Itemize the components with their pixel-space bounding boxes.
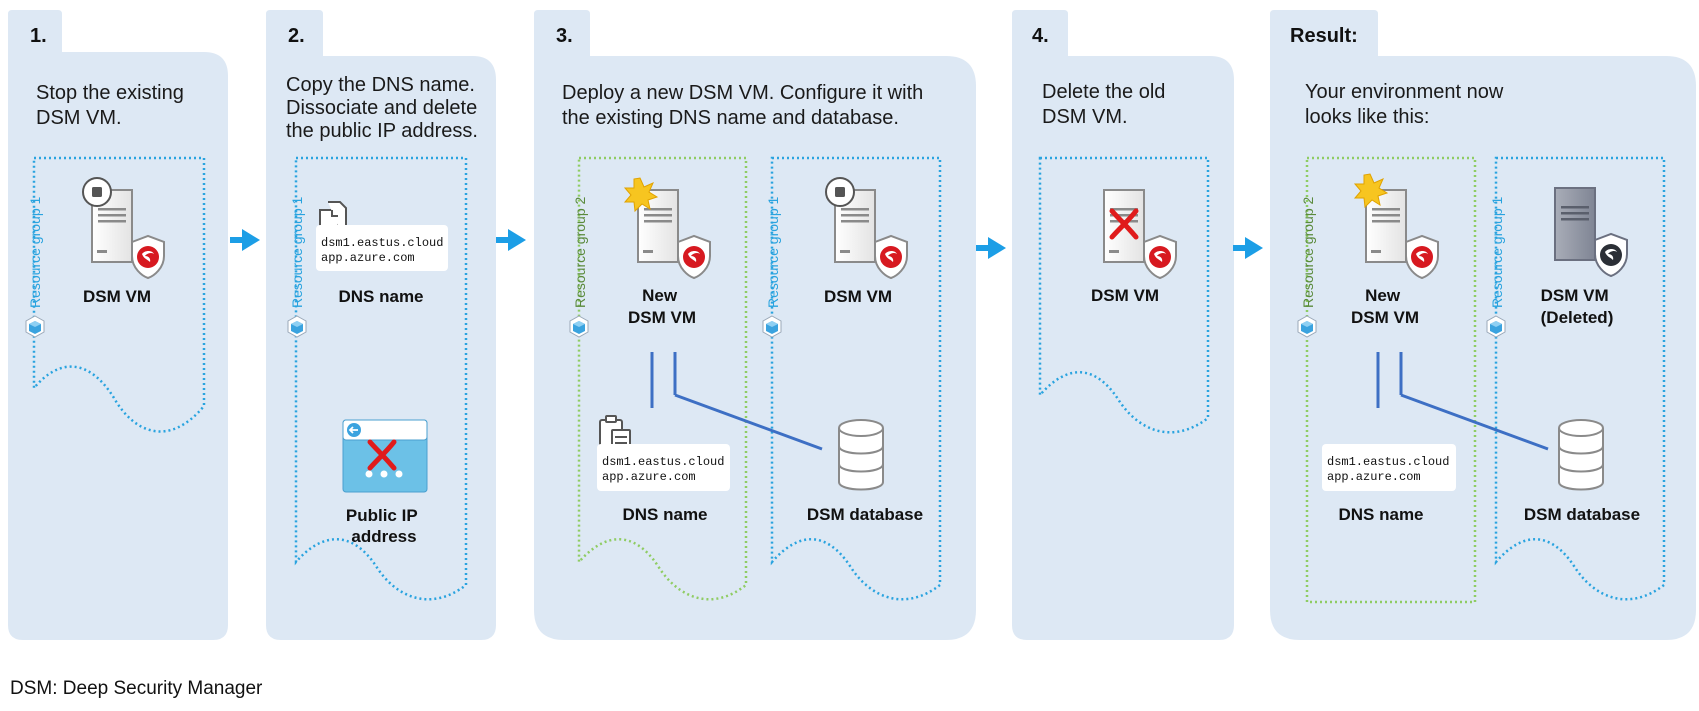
database-icon: [1558, 419, 1604, 491]
connector-lines: [650, 352, 823, 451]
step-3-desc-line-1: Deploy a new DSM VM. Configure it with: [562, 82, 923, 104]
dns-value-line-1: dsm1.eastus.cloud: [321, 236, 443, 250]
dsm-vm-label: DSM VM: [83, 287, 151, 306]
result-panel: Result: Your environment now looks like …: [1270, 10, 1696, 640]
dsm-database-label: DSM database: [807, 505, 923, 524]
step-2-panel: 2. Copy the DNS name. Dissociate and del…: [266, 10, 496, 640]
dsm-database-label: DSM database: [1524, 505, 1640, 524]
arrow-right-icon: [230, 229, 260, 251]
result-desc-line-1: Your environment now: [1305, 81, 1504, 103]
public-ip-label-line-1: Public IP: [346, 506, 418, 525]
step-3-panel: 3. Deploy a new DSM VM. Configure it wit…: [534, 10, 976, 640]
resource-group-label: Resource group 2: [1300, 196, 1316, 308]
dns-name-label: DNS name: [622, 505, 707, 524]
step-2-desc-line-2: Dissociate and delete: [286, 97, 477, 119]
stop-icon: [825, 177, 855, 207]
database-icon: [838, 419, 884, 491]
svg-text:DSM VM (Deleted): DSM VM (Deleted): [1541, 286, 1614, 327]
dns-name-label: DNS name: [1338, 505, 1423, 524]
resource-group-label: Resource group 1: [1489, 196, 1505, 308]
resource-group-label: Resource group 2: [572, 196, 588, 308]
resource-group-label: Resource group 1: [289, 196, 305, 308]
step-4-panel: 4. Delete the old DSM VM. DSM VM: [1012, 10, 1234, 640]
step-4-number: 4.: [1032, 25, 1049, 47]
dns-name-label: DNS name: [338, 287, 423, 306]
resource-group-1: [1038, 156, 1210, 434]
dns-value-line-2: app.azure.com: [1327, 470, 1421, 484]
svg-text:Delete the old DSM VM.: Delete the old DSM VM.: [1042, 81, 1171, 128]
svg-text:dsm1.eastus.cloud app.: dsm1.eastus.cloud app.azure.com: [321, 236, 451, 265]
resource-group-icon: [1486, 315, 1506, 338]
resource-group-icon: [762, 315, 782, 338]
step-2-number: 2.: [288, 25, 305, 47]
dns-value-line-2: app.azure.com: [602, 470, 696, 484]
resource-group-label: Resource group 1: [27, 196, 43, 308]
resource-group-icon: [1297, 315, 1317, 338]
new-dsm-vm-label-line-2: DSM VM: [628, 308, 696, 327]
arrow-right-icon: [1233, 237, 1263, 259]
step-1-panel: 1. Stop the existing DSM VM. Resource gr…: [8, 10, 228, 640]
svg-text:Copy the DNS name. Disso: Copy the DNS name. Dissociate and delete…: [286, 74, 483, 142]
new-dsm-vm-label-line-2: DSM VM: [1351, 308, 1419, 327]
deleted-dsm-vm-label-line-2: (Deleted): [1541, 308, 1614, 327]
footnote: DSM: Deep Security Manager: [10, 678, 263, 699]
public-ip-label-line-2: address: [351, 527, 416, 546]
step-2-desc-line-1: Copy the DNS name.: [286, 74, 475, 96]
result-title: Result:: [1290, 25, 1358, 47]
dns-value-line-2: app.azure.com: [321, 251, 415, 265]
resource-group-icon: [569, 315, 589, 338]
svg-text:dsm1.eastus.cloud app.: dsm1.eastus.cloud app.azure.com: [602, 455, 732, 484]
connector-lines: [1376, 352, 1549, 451]
step-1-desc-line-1: Stop the existing: [36, 82, 184, 104]
step-1-number: 1.: [30, 25, 47, 47]
resource-group-icon: [25, 315, 45, 338]
step-1-desc-line-2: DSM VM.: [36, 107, 122, 129]
svg-text:New DSM VM: New DSM VM: [628, 286, 696, 327]
svg-text:New DSM VM: New DSM VM: [1351, 286, 1419, 327]
dsm-vm-label: DSM VM: [824, 287, 892, 306]
svg-text:Deploy a new DSM VM. Configure: Deploy a new DSM VM. Configure it with t…: [562, 82, 929, 129]
dsm-vm-label: DSM VM: [1091, 286, 1159, 305]
step-3-number: 3.: [556, 25, 573, 47]
resource-group-label: Resource group 1: [765, 196, 781, 308]
deleted-dsm-vm-label-line-1: DSM VM: [1541, 286, 1609, 305]
step-4-desc-line-2: DSM VM.: [1042, 106, 1128, 128]
resource-group-icon: [287, 315, 307, 338]
svg-text:Your environment now loo: Your environment now looks like this:: [1305, 81, 1509, 128]
step-4-desc-line-1: Delete the old: [1042, 81, 1165, 103]
dns-value-box: dsm1.eastus.cloud app.azure.com: [1322, 444, 1457, 491]
dns-value-box: dsm1.eastus.cloud app.azure.com: [597, 444, 732, 491]
dns-value-line-1: dsm1.eastus.cloud: [602, 455, 724, 469]
arrow-right-icon: [496, 229, 526, 251]
dns-value-line-1: dsm1.eastus.cloud: [1327, 455, 1449, 469]
dns-value-box: dsm1.eastus.cloud app.azure.com: [316, 225, 451, 271]
result-desc-line-2: looks like this:: [1305, 106, 1430, 128]
new-dsm-vm-label-line-1: New: [1365, 286, 1401, 305]
svg-text:dsm1.eastus.cloud app.: dsm1.eastus.cloud app.azure.com: [1327, 455, 1457, 484]
arrow-right-icon: [976, 237, 1006, 259]
stop-icon: [82, 177, 112, 207]
step-2-desc-line-3: the public IP address.: [286, 120, 478, 142]
step-3-desc-line-2: the existing DNS name and database.: [562, 107, 899, 129]
svg-text:Stop the existing DSM VM: Stop the existing DSM VM.: [36, 82, 189, 129]
svg-text:Public IP address: Public IP address: [346, 506, 422, 546]
new-dsm-vm-label-line-1: New: [642, 286, 678, 305]
